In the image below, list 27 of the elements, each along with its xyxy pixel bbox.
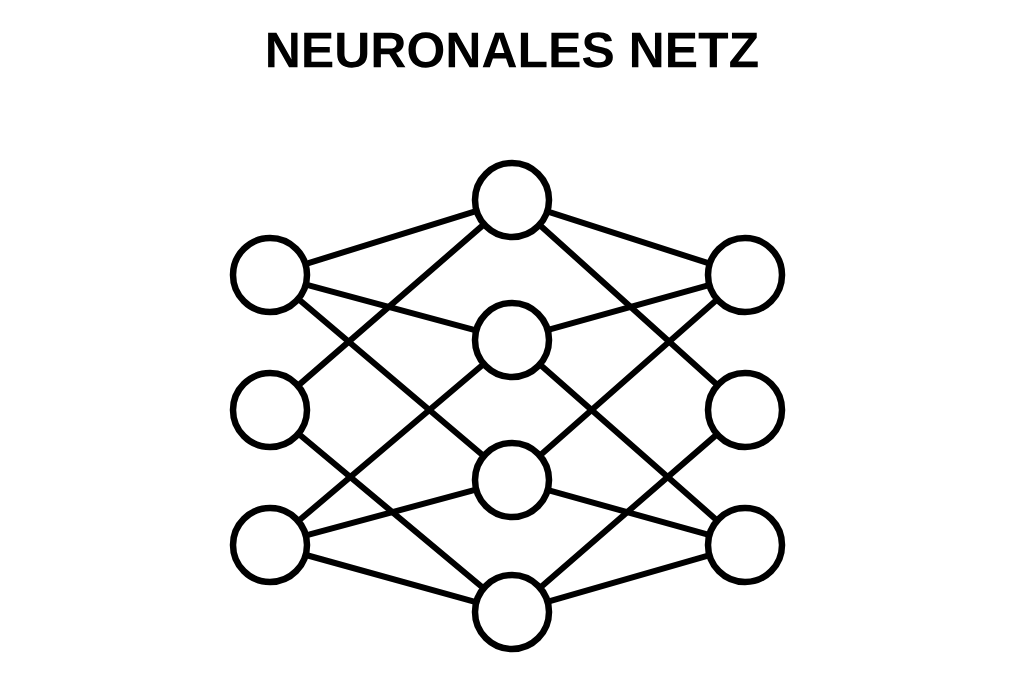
connection-line bbox=[297, 298, 485, 457]
connection-line bbox=[547, 553, 710, 604]
connection-line bbox=[539, 433, 718, 589]
neuron-circle bbox=[471, 439, 553, 521]
connection-line bbox=[547, 487, 710, 538]
connection-line bbox=[297, 223, 485, 387]
connection-line bbox=[539, 298, 718, 457]
connection-line bbox=[305, 208, 477, 267]
neuron-circle bbox=[704, 504, 786, 586]
neuron-circle bbox=[229, 369, 311, 451]
connection-line bbox=[297, 363, 485, 522]
connection-line bbox=[547, 282, 710, 333]
neuron-circle bbox=[471, 571, 553, 653]
connection-line bbox=[297, 432, 485, 590]
neuron-circle bbox=[229, 234, 311, 316]
neuron-circle bbox=[471, 299, 553, 381]
neuron-circle bbox=[704, 234, 786, 316]
connection-line bbox=[305, 552, 477, 605]
connection-line bbox=[547, 209, 710, 266]
neuron-circle bbox=[471, 159, 553, 241]
connection-line bbox=[539, 363, 718, 522]
connection-line bbox=[538, 223, 719, 387]
neuron-circle bbox=[704, 369, 786, 451]
title: NEURONALES NETZ bbox=[268, 32, 758, 68]
neuron-circle bbox=[229, 504, 311, 586]
connection-line bbox=[305, 282, 477, 333]
connection-line bbox=[305, 487, 477, 538]
